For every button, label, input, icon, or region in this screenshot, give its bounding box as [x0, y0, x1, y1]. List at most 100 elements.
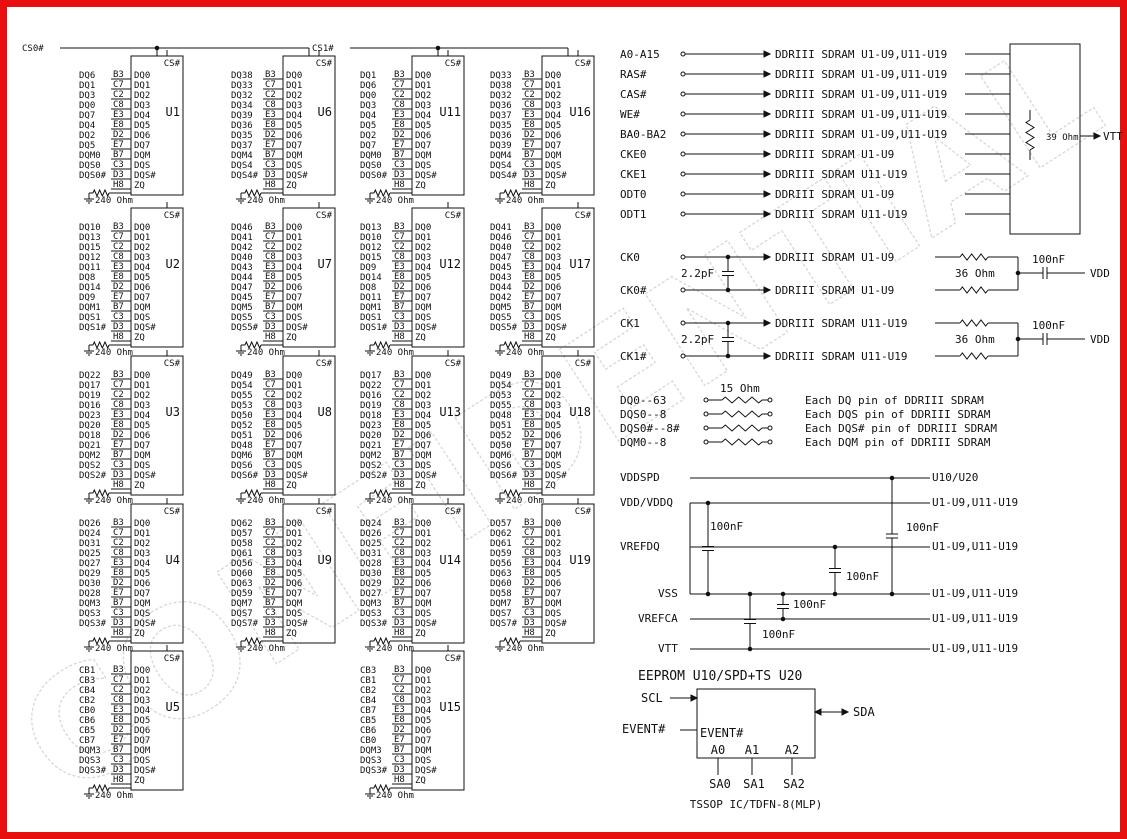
chip-pin-label: DQS# — [545, 323, 567, 333]
series-desc-3: Each DQM pin of DDRIII SDRAM — [805, 436, 991, 449]
arrow-right-icon — [763, 50, 772, 58]
chip-net-label: DQS0 — [360, 161, 382, 171]
chip-net-label: DQ4 — [79, 121, 95, 131]
chip-net-label: DQS3# — [79, 766, 107, 776]
chip-ball-label: H8 — [524, 332, 535, 342]
chip-pin-label: DQ2 — [286, 91, 302, 101]
chip-pin-label: ZQ — [545, 333, 556, 343]
chip-pin-label: DQ1 — [415, 81, 431, 91]
vss-dest: U1-U9,U11-U19 — [932, 587, 1018, 600]
chip-ball-label: D3 — [113, 618, 124, 628]
chip-ball-label: C3 — [113, 312, 124, 322]
chip-pin-label: DQ7 — [545, 441, 561, 451]
chip-ball-label: C2 — [265, 390, 276, 400]
zq-res-label: 240 Ohm — [247, 644, 285, 654]
junction-dot — [725, 254, 731, 260]
vtt-pwr-dest: U1-U9,U11-U19 — [932, 642, 1018, 655]
chip-net-label: DQ28 — [79, 589, 101, 599]
vdd-dest: U1-U9,U11-U19 — [932, 496, 1018, 509]
chip-ball-label: C7 — [113, 528, 124, 538]
chip-ball-label: E3 — [394, 558, 405, 568]
addr-signal-5: CKE0 — [620, 148, 647, 161]
chip-pin-label: DQM — [134, 451, 151, 461]
chip-ball-label: C7 — [394, 232, 405, 242]
chip-pin-label: DQ0 — [286, 223, 302, 233]
chip-net-label: DQS7 — [490, 609, 512, 619]
series-resistor — [721, 424, 763, 432]
chip-ball-label: E8 — [394, 420, 405, 430]
chip-net-label: DQ17 — [360, 371, 382, 381]
chip-pin-label: DQ2 — [286, 391, 302, 401]
chip-cs-pin: CS# — [164, 654, 181, 664]
chip-ball-label: D3 — [265, 170, 276, 180]
chip-ball-label: B7 — [524, 150, 535, 160]
chip-net-label: DQ48 — [231, 441, 253, 451]
chip-net-label: CB4 — [79, 686, 95, 696]
chip-pin-label: DQS# — [134, 171, 156, 181]
zq-resistor — [244, 636, 262, 646]
chip-ball-label: D3 — [524, 322, 535, 332]
chip-net-label: DQS3# — [360, 766, 388, 776]
chip-net-label: DQS7# — [490, 619, 518, 629]
chip-pin-label: DQ4 — [545, 411, 561, 421]
chip-ball-label: H8 — [394, 628, 405, 638]
chip-net-label: DQS3 — [360, 609, 382, 619]
chip-pin-label: DQ0 — [134, 71, 150, 81]
chip-net-label: DQ41 — [231, 233, 253, 243]
zq-resistor — [373, 488, 391, 498]
chip-pin-label: DQ0 — [545, 371, 561, 381]
chip-ball-label: H8 — [394, 180, 405, 190]
chip-net-label: DQS6# — [490, 471, 518, 481]
chip-pin-label: DQ3 — [415, 549, 431, 559]
chip-pin-label: DQ2 — [545, 391, 561, 401]
arrow-right-icon — [763, 150, 772, 158]
chip-ball-label: B7 — [265, 302, 276, 312]
chip-pin-label: DQ2 — [134, 686, 150, 696]
chip-ball-label: D3 — [394, 618, 405, 628]
chip-ball-label: E8 — [265, 568, 276, 578]
chip-ball-label: H8 — [113, 180, 124, 190]
chip-ball-label: C7 — [524, 232, 535, 242]
chip-net-label: DQ35 — [490, 121, 512, 131]
chip-pin-label: DQ5 — [545, 421, 561, 431]
chip-pin-label: DQ1 — [415, 529, 431, 539]
chip-ball-label: D2 — [394, 130, 405, 140]
chip-net-label: DQ23 — [360, 421, 382, 431]
chip-ball-label: C8 — [394, 548, 405, 558]
arrow-right-icon — [763, 352, 772, 360]
chip-ball-label: D3 — [394, 765, 405, 775]
chip-ball-label: C7 — [113, 232, 124, 242]
chip-net-label: DQ22 — [79, 371, 101, 381]
chip-u2 — [130, 207, 184, 348]
addr-signal-6: CKE1 — [620, 168, 647, 181]
chip-pin-label: DQM — [286, 303, 303, 313]
chip-net-label: DQM2 — [360, 451, 382, 461]
chip-net-label: DQ41 — [490, 223, 512, 233]
chip-ball-label: E3 — [113, 558, 124, 568]
chip-ball-label: C8 — [394, 100, 405, 110]
chip-pin-label: DQ0 — [545, 519, 561, 529]
chip-pin-label: DQS# — [415, 766, 437, 776]
chip-pin-label: DQS# — [415, 171, 437, 181]
chip-u5 — [130, 650, 184, 791]
addr-dest-4: DDRIII SDRAM U1-U9,U11-U19 — [775, 128, 947, 141]
chip-ball-label: C7 — [394, 675, 405, 685]
chip-net-label: DQ15 — [79, 243, 101, 253]
chip-ball-label: D2 — [265, 430, 276, 440]
chip-pin-label: DQM — [134, 599, 151, 609]
chip-ball-label: C8 — [394, 252, 405, 262]
chip-ball-label: B3 — [394, 518, 405, 528]
chip-net-label: DQ46 — [231, 223, 253, 233]
junction-dot — [725, 353, 731, 359]
chip-ball-label: E8 — [265, 420, 276, 430]
chip-name-u5: U5 — [166, 700, 180, 714]
chip-pin-label: DQ4 — [545, 111, 561, 121]
chip-net-label: DQ12 — [360, 243, 382, 253]
chip-net-label: DQM2 — [79, 451, 101, 461]
chip-ball-label: B3 — [265, 370, 276, 380]
addr-dest-3: DDRIII SDRAM U1-U9,U11-U19 — [775, 108, 947, 121]
chip-pin-label: DQ3 — [415, 101, 431, 111]
chip-ball-label: C7 — [265, 380, 276, 390]
sa-label-1: SA1 — [743, 777, 765, 791]
